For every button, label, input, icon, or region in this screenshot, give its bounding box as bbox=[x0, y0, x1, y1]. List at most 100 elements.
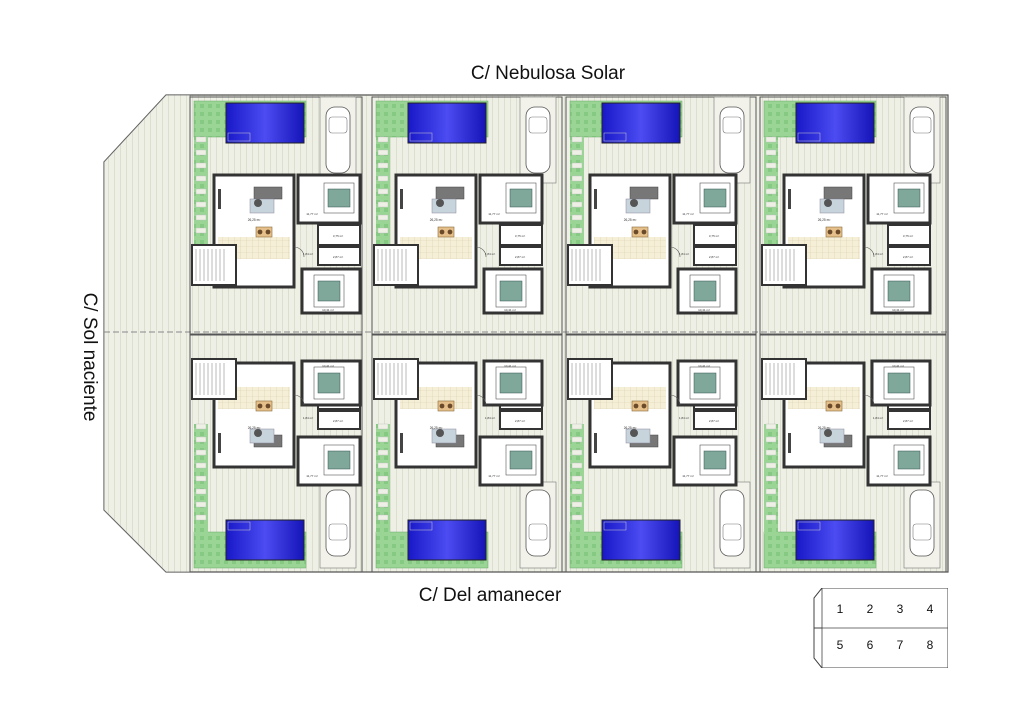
bedspread bbox=[499, 280, 523, 302]
car-window bbox=[912, 116, 932, 134]
chair-icon bbox=[257, 229, 263, 235]
stepping-stone bbox=[377, 449, 389, 456]
room-area-label: 10,41 m² bbox=[504, 364, 516, 368]
lot-boundary bbox=[565, 96, 757, 335]
room-area-label: 2,87 m² bbox=[903, 255, 913, 259]
bedspread bbox=[703, 450, 727, 470]
stepping-stone bbox=[571, 475, 583, 482]
stepping-stone bbox=[377, 514, 389, 521]
rug bbox=[249, 428, 275, 444]
car-window bbox=[328, 116, 348, 134]
stepping-stone bbox=[765, 149, 777, 156]
bathroom-2 bbox=[499, 410, 543, 430]
room-area-label: 11,77 m² bbox=[488, 474, 500, 478]
chair-icon bbox=[265, 403, 271, 409]
door-swing bbox=[475, 394, 487, 406]
room-area-label: 1,84 m² bbox=[485, 416, 495, 420]
car-icon bbox=[325, 106, 351, 174]
chair-icon bbox=[439, 403, 445, 409]
stepping-stone bbox=[377, 436, 389, 443]
pool-steps bbox=[797, 132, 821, 142]
stepping-stone bbox=[377, 462, 389, 469]
stepping-stone bbox=[571, 488, 583, 495]
room-area-label: 2,87 m² bbox=[903, 419, 913, 423]
street-label-left: C/ Sol naciente bbox=[79, 292, 100, 422]
room-area-label: 10,41 m² bbox=[892, 364, 904, 368]
pool-steps bbox=[797, 521, 821, 531]
stepping-stone bbox=[195, 501, 207, 508]
stepping-stone bbox=[195, 462, 207, 469]
stepping-stone bbox=[571, 149, 583, 156]
stepping-stone bbox=[571, 501, 583, 508]
bedspread bbox=[327, 188, 351, 208]
room-area-label: 10,41 m² bbox=[504, 308, 516, 312]
dining-table-icon bbox=[255, 226, 273, 238]
tv-icon bbox=[788, 433, 791, 453]
room-area-label: 2,87 m² bbox=[709, 255, 719, 259]
stepping-stone bbox=[571, 436, 583, 443]
pool bbox=[795, 102, 875, 144]
stepping-stone bbox=[195, 162, 207, 169]
sofa-icon bbox=[823, 186, 853, 200]
pool bbox=[225, 519, 305, 561]
key-cell-5: 5 bbox=[836, 638, 844, 652]
door-swing bbox=[669, 394, 681, 406]
key-cell-7: 7 bbox=[896, 638, 904, 652]
stepping-stone bbox=[377, 149, 389, 156]
stepping-stone bbox=[765, 423, 777, 430]
stepping-stone bbox=[765, 462, 777, 469]
room-area-label: 2,87 m² bbox=[515, 255, 525, 259]
room-area-label: 3,75 m² bbox=[333, 234, 343, 238]
chair-icon bbox=[835, 229, 841, 235]
stepping-stone bbox=[195, 436, 207, 443]
chair-icon bbox=[265, 229, 271, 235]
car-window bbox=[328, 523, 348, 541]
lot-boundary bbox=[189, 96, 363, 335]
room-area-label: 11,77 m² bbox=[876, 474, 888, 478]
sofa-icon bbox=[253, 186, 283, 200]
key-cell-3: 3 bbox=[896, 602, 904, 616]
stepping-stone bbox=[765, 162, 777, 169]
room-area-label: 3,75 m² bbox=[709, 234, 719, 238]
room-area-label: 2,87 m² bbox=[333, 419, 343, 423]
lot-boundary bbox=[189, 334, 363, 573]
bathroom-2 bbox=[887, 410, 931, 430]
stepping-stone bbox=[195, 136, 207, 143]
room-area-label: 11,77 m² bbox=[876, 212, 888, 216]
room-area-label: 2,87 m² bbox=[515, 419, 525, 423]
stepping-stone bbox=[765, 475, 777, 482]
door-swing bbox=[863, 394, 875, 406]
stepping-stone bbox=[571, 162, 583, 169]
room-area-label: 1,84 m² bbox=[303, 416, 313, 420]
pool bbox=[601, 519, 681, 561]
dining-table-icon bbox=[437, 226, 455, 238]
room-area-label: 2,87 m² bbox=[333, 255, 343, 259]
staircase bbox=[761, 244, 807, 286]
pool-steps bbox=[603, 132, 627, 142]
stepping-stone bbox=[571, 175, 583, 182]
car-icon bbox=[525, 106, 551, 174]
sofa-icon bbox=[435, 186, 465, 200]
room-area-label: 11,77 m² bbox=[682, 474, 694, 478]
rug bbox=[249, 198, 275, 214]
rug bbox=[819, 428, 845, 444]
rug bbox=[625, 198, 651, 214]
stepping-stone bbox=[195, 188, 207, 195]
dining-table-icon bbox=[631, 226, 649, 238]
stepping-stone bbox=[765, 501, 777, 508]
bedspread bbox=[897, 188, 921, 208]
bathroom-2 bbox=[693, 410, 737, 430]
stepping-stone bbox=[377, 227, 389, 234]
room-area-label: 10,41 m² bbox=[892, 308, 904, 312]
bathroom-2 bbox=[317, 246, 361, 266]
staircase bbox=[373, 358, 419, 400]
stepping-stone bbox=[571, 201, 583, 208]
room-area-label: 1,84 m² bbox=[303, 252, 313, 256]
rug bbox=[819, 198, 845, 214]
lot-boundary bbox=[759, 96, 947, 335]
room-area-label: 10,41 m² bbox=[698, 364, 710, 368]
